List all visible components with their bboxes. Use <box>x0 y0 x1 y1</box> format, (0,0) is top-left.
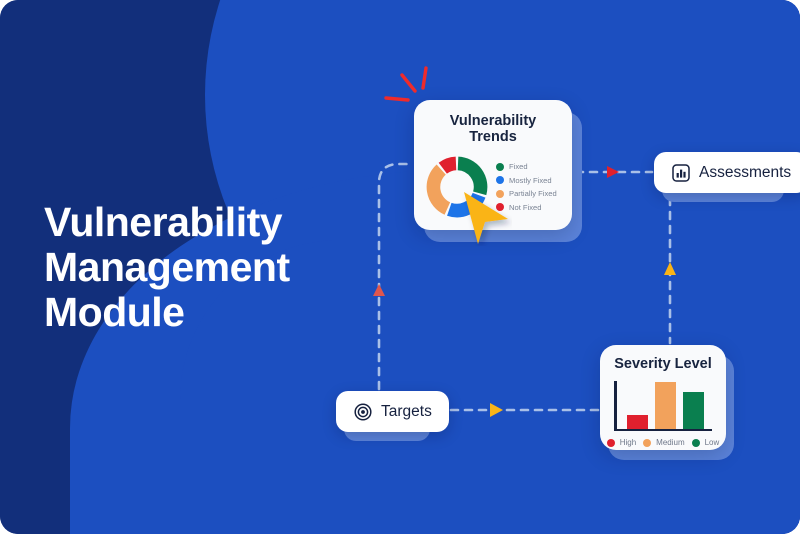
node-label-targets: Targets <box>381 402 432 420</box>
bar-low <box>683 391 705 429</box>
card-title-severity-level: Severity Level <box>614 356 712 372</box>
legend-label: Mostly Fixed <box>509 175 552 185</box>
legend-label: Low <box>704 438 720 447</box>
bar-medium <box>654 381 676 429</box>
legend-item: Partially Fixed <box>496 189 557 198</box>
bar-chart-icon <box>671 163 690 182</box>
donut-segment-not-fixed <box>438 156 457 174</box>
legend-color-dot <box>643 438 652 447</box>
legend-color-dot <box>496 162 504 171</box>
node-assessments[interactable]: Assessments <box>654 152 800 193</box>
donut-segment-partially-fixed <box>426 164 451 215</box>
legend-label: Fixed <box>509 162 528 172</box>
legend-item: Mostly Fixed <box>496 176 557 185</box>
card-severity-level[interactable]: Severity Level High Medium Low <box>600 345 726 450</box>
red-spark-burst-icon <box>384 66 428 102</box>
legend-label: Medium <box>656 438 685 447</box>
donut-segment-mostly-fixed <box>447 192 486 218</box>
bar-high <box>626 415 648 429</box>
target-icon <box>353 402 372 421</box>
legend-color-dot <box>496 189 504 198</box>
legend-color-dot <box>496 203 504 212</box>
legend-item: Not Fixed <box>496 203 557 212</box>
chart-x-axis <box>614 428 712 431</box>
legend-label: High <box>619 438 637 447</box>
legend-item: Low <box>691 438 720 447</box>
legend-item: High <box>606 438 637 447</box>
legend-item: Medium <box>643 438 685 447</box>
cursor-pointer-icon <box>464 192 508 244</box>
legend-label: Not Fixed <box>509 202 542 212</box>
donut-chart-vulnerability-trends <box>426 156 488 218</box>
legend-color-dot <box>606 438 615 447</box>
page-title: Vulnerability Management Module <box>44 199 290 336</box>
bar-chart-severity-level <box>614 381 712 431</box>
donut-segment-fixed <box>457 156 488 196</box>
legend-color-dot <box>691 438 700 447</box>
node-label-assessments: Assessments <box>699 163 792 181</box>
legend-color-dot <box>496 176 504 185</box>
card-title-vulnerability-trends: Vulnerability Trends <box>449 113 537 145</box>
chart-y-axis <box>614 381 617 431</box>
legend-label: Partially Fixed <box>509 189 557 199</box>
node-targets[interactable]: Targets <box>336 391 449 432</box>
legend-item: Fixed <box>496 162 557 171</box>
bar-chart-legend: High Medium Low <box>606 438 719 447</box>
